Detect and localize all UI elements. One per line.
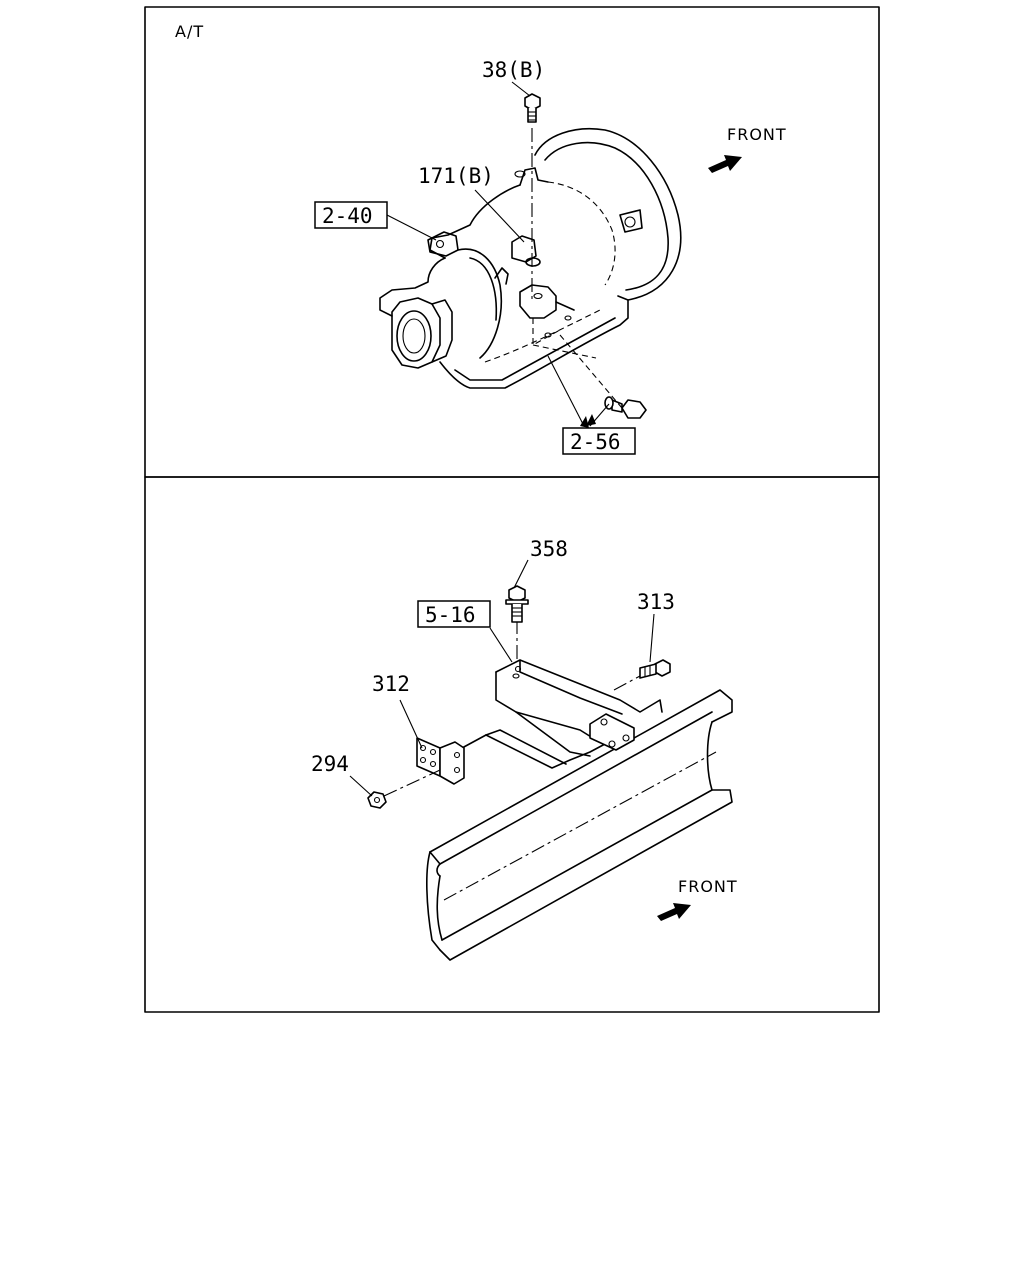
ref-box-2-40 <box>314 201 388 229</box>
case-hidden-line <box>547 181 616 286</box>
panel-tag: A/T <box>175 22 204 41</box>
oil-pan-hidden <box>484 309 601 363</box>
bolt-38 <box>524 93 541 123</box>
rear-mount-hole <box>435 239 445 249</box>
nut-294-centerline <box>383 769 441 797</box>
front-label: FRONT <box>727 125 787 144</box>
callout-312: 312 <box>372 672 410 696</box>
leader-2-40 <box>386 214 437 241</box>
rail-centerline <box>443 751 717 901</box>
callout-ref-2-40: 2-40 <box>322 204 373 228</box>
callout-171: 171(B) <box>418 164 494 188</box>
callout-313: 313 <box>637 590 675 614</box>
leader-358 <box>513 559 529 589</box>
rail-mount-hole <box>600 718 608 726</box>
crossmember-lower <box>515 711 591 757</box>
leader-313 <box>649 613 655 663</box>
small-bracket-left <box>494 267 509 285</box>
rail-web-inner <box>436 875 443 941</box>
rail-bottom-flange <box>439 721 733 961</box>
extension-housing <box>379 257 446 317</box>
rail-mount-plate <box>589 713 635 751</box>
rail-bottom-edge <box>441 789 713 941</box>
bolt-2-56 <box>611 399 647 419</box>
crossmember-front <box>495 671 597 741</box>
leader-38 <box>511 81 531 97</box>
bolt-358 <box>505 585 529 623</box>
crossmember-arm-edge <box>485 729 567 765</box>
oil-pan-outline <box>439 299 629 389</box>
bolt-313-centerline <box>613 675 641 691</box>
rail-mount-hole <box>622 734 630 742</box>
side-boss <box>511 235 537 263</box>
crossmember-top <box>495 659 663 713</box>
bell-housing-inner <box>544 141 669 291</box>
rail-web-end <box>426 851 441 951</box>
leader-312 <box>399 699 423 749</box>
extension-housing-ring-inner <box>469 257 498 321</box>
case-top-hole <box>514 170 526 178</box>
leader-171 <box>474 189 525 243</box>
mount-bracket-hidden <box>532 318 561 346</box>
mount-bracket-hole <box>533 292 543 300</box>
mount-bracket <box>519 284 557 319</box>
rail-mount-hole <box>608 740 616 748</box>
mount-bracket-hole-3 <box>544 332 552 338</box>
bracket-312-hole <box>453 751 461 759</box>
callout-38: 38(B) <box>482 58 545 82</box>
bolt-2-56-centerline <box>559 334 623 409</box>
mount-bracket-hidden-2 <box>532 344 597 359</box>
bracket-312-hole <box>419 756 427 764</box>
bracket-312-side <box>439 741 465 785</box>
washer-171 <box>525 257 541 267</box>
output-flange <box>391 297 453 369</box>
front-arrow-icon <box>657 903 691 921</box>
nut-294 <box>367 791 387 809</box>
leader-294 <box>349 775 373 797</box>
rail-top-flange-edge <box>429 711 713 865</box>
top-bolt-hole-2 <box>512 673 520 679</box>
bracket-312-hole <box>429 760 437 768</box>
bolt-313 <box>639 659 671 679</box>
bell-housing-tab <box>619 209 643 233</box>
panel-frame-mount: FRONT <box>144 476 880 1013</box>
crossmember-inner <box>519 659 623 715</box>
mount-bracket-hole-2 <box>564 315 572 321</box>
crossmember-arm <box>485 734 621 769</box>
rail-top-bend <box>436 863 441 877</box>
case-top-boss <box>519 167 549 186</box>
mount-crossmember <box>461 659 663 769</box>
callout-ref-5-16: 5-16 <box>425 603 476 627</box>
ref-box-2-56 <box>562 427 636 455</box>
oil-pan-flange <box>454 317 616 381</box>
bracket-312-hole <box>419 744 427 752</box>
bracket-312 <box>416 737 465 785</box>
callout-294: 294 <box>311 752 349 776</box>
leader-arrow-icon <box>586 414 596 426</box>
ref-box-5-16 <box>417 600 491 628</box>
bell-housing-outline <box>534 127 682 301</box>
panel-automatic-transmission: A/T FRONT <box>144 6 880 478</box>
crossmember-arm-end <box>461 734 487 749</box>
front-label: FRONT <box>678 877 738 896</box>
leader-2-56-a <box>547 355 585 427</box>
bell-housing-hole <box>624 216 636 228</box>
mount-bracket-arm <box>555 301 575 311</box>
callout-358: 358 <box>530 537 568 561</box>
top-bolt-hole <box>514 665 522 673</box>
front-direction-indicator-top: FRONT <box>708 125 787 173</box>
case-upper <box>429 184 521 259</box>
bracket-312-hole <box>429 748 437 756</box>
callout-ref-2-56: 2-56 <box>570 430 621 454</box>
front-arrow-icon <box>708 155 742 173</box>
front-direction-indicator-bottom: FRONT <box>657 877 738 921</box>
panel-frame-bottom <box>144 476 880 1013</box>
transmission-assembly <box>379 93 682 419</box>
extension-housing-ring <box>457 248 503 359</box>
leader-5-16 <box>489 627 513 663</box>
bracket-312-hole <box>453 766 461 774</box>
